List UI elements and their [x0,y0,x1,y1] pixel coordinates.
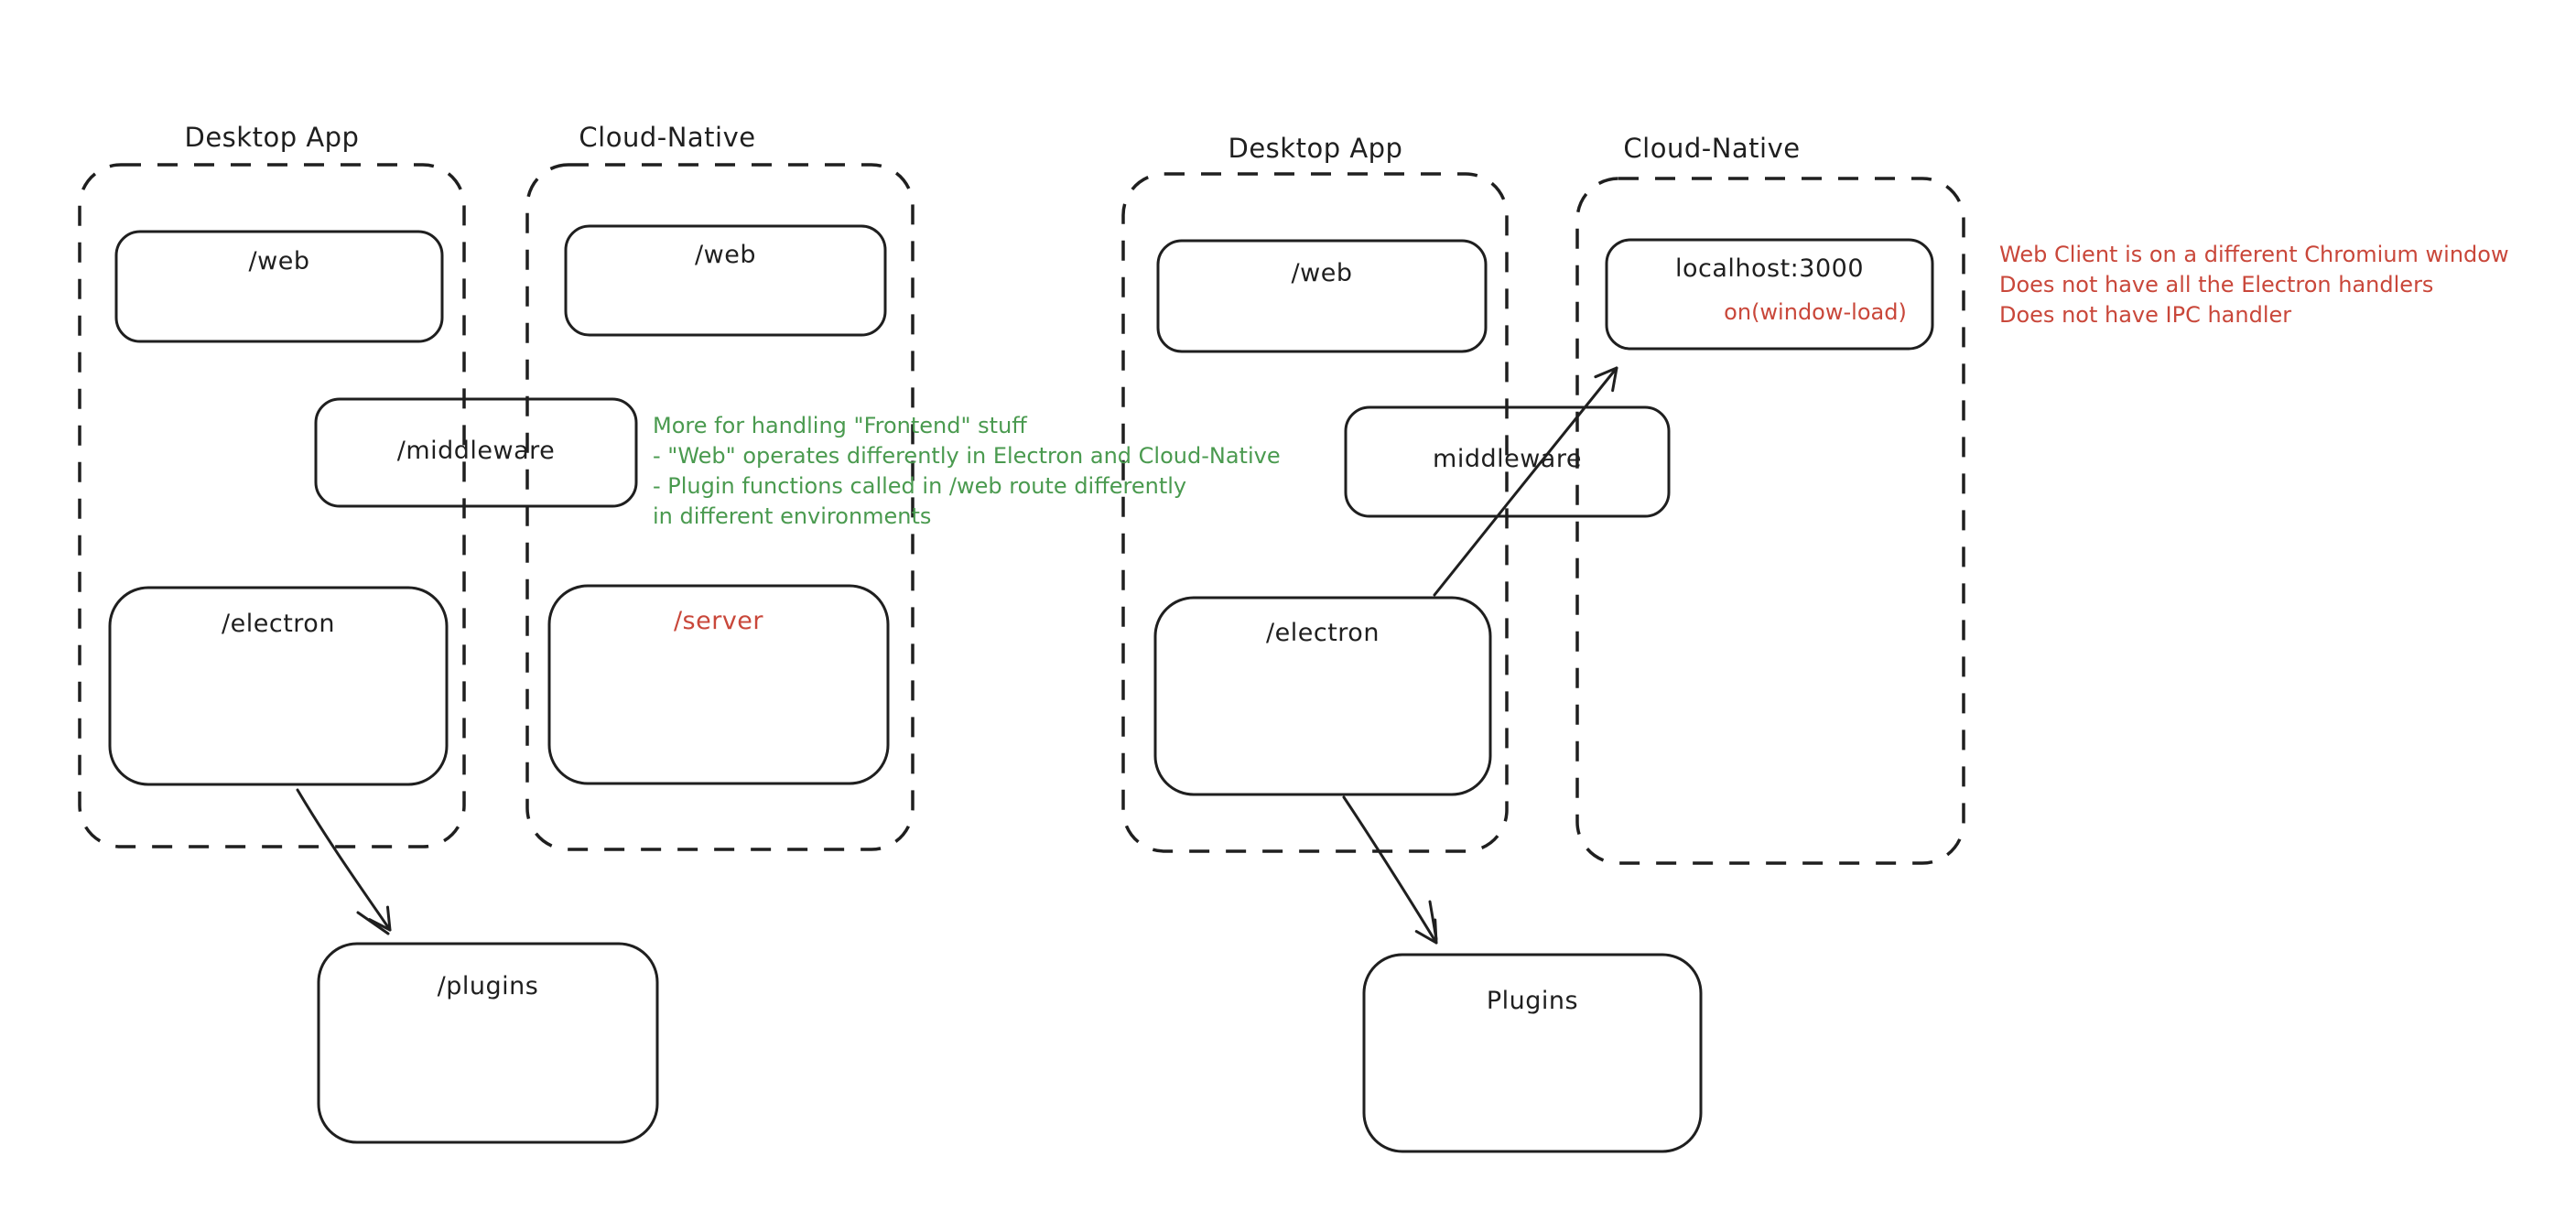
right-middleware-label[interactable]: middleware [1433,445,1582,473]
right-localhost-event-label[interactable]: on(window-load) [1724,299,1907,325]
note-line: in different environments [653,503,932,529]
left-web-desktop-box[interactable] [114,230,444,343]
right-web-desktop-box[interactable] [1156,239,1488,353]
left-web-cloud-label[interactable]: /web [695,241,756,269]
right-cloud-native-label[interactable]: Cloud-Native [1623,133,1801,164]
right-electron-to-plugins-arrow[interactable] [1342,795,1438,945]
left-middleware-note[interactable]: More for handling "Frontend" stuff - "We… [653,411,1281,532]
right-localhost-title[interactable]: localhost:3000 [1674,254,1864,283]
right-arrow-extra-stroke [1428,900,1438,941]
left-electron-label[interactable]: /electron [222,610,335,638]
left-cloud-native-label[interactable]: Cloud-Native [579,122,756,153]
right-web-client-note[interactable]: Web Client is on a different Chromium wi… [1999,240,2509,330]
right-web-desktop-label[interactable]: /web [1291,259,1353,287]
right-electron-to-localhost-arrow[interactable] [1433,366,1618,597]
note-line: Does not have IPC handler [1999,302,2292,328]
right-plugins-label[interactable]: Plugins [1486,987,1579,1015]
right-plugins-box[interactable] [1362,953,1703,1153]
note-line: More for handling "Frontend" stuff [653,413,1027,438]
left-middleware-label[interactable]: /middleware [396,437,556,465]
left-web-cloud-box[interactable] [564,224,887,337]
note-line: Does not have all the Electron handlers [1999,272,2434,297]
right-electron-label[interactable]: /electron [1266,619,1380,647]
left-server-box[interactable] [547,584,890,785]
left-arrow-extra-stroke [356,911,390,935]
left-electron-to-plugins-arrow[interactable] [296,788,392,932]
right-middleware-box[interactable] [1344,405,1671,518]
left-electron-box[interactable] [108,586,449,786]
right-desktop-app-container[interactable] [1121,172,1509,853]
note-line: - "Web" operates differently in Electron… [653,443,1281,469]
left-middleware-box[interactable] [314,397,638,508]
left-web-desktop-label[interactable]: /web [248,247,310,276]
right-electron-box[interactable] [1153,596,1492,796]
left-plugins-label[interactable]: /plugins [437,972,539,1000]
note-line: - Plugin functions called in /web route … [653,473,1187,499]
left-desktop-app-label[interactable]: Desktop App [184,122,360,153]
right-localhost-box[interactable] [1605,238,1934,351]
note-line: Web Client is on a different Chromium wi… [1999,242,2509,267]
right-cloud-native-container[interactable] [1575,177,1965,865]
left-plugins-box[interactable] [317,942,659,1144]
left-server-label[interactable]: /server [673,607,764,635]
right-desktop-app-label[interactable]: Desktop App [1228,133,1403,164]
